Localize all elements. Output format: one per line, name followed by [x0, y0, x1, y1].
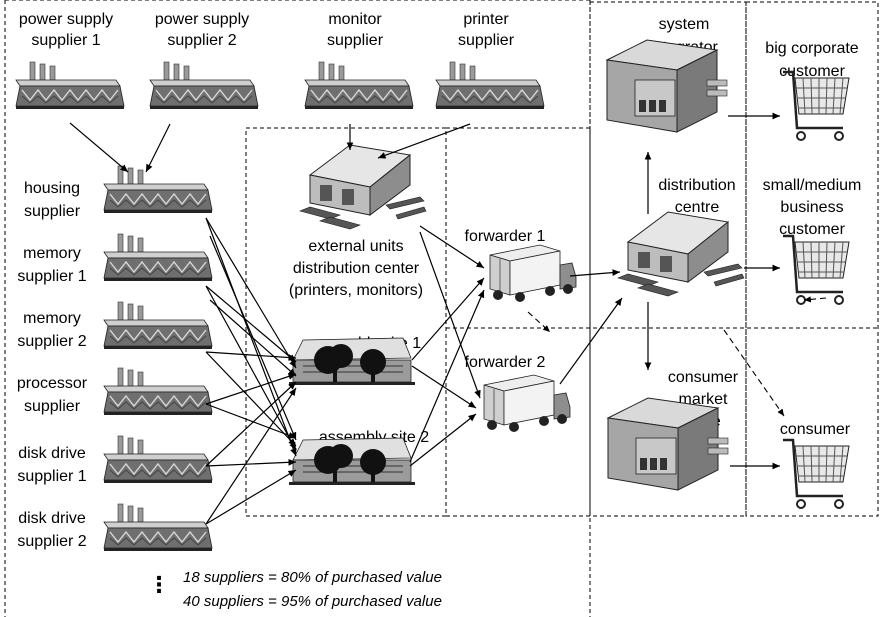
factory-icon [103, 301, 213, 350]
label-line: supplier [458, 32, 515, 49]
supplier-monitor: monitor supplier [304, 11, 414, 110]
label-line: disk drive [18, 445, 86, 462]
label-line: customer [779, 63, 845, 80]
building-icon [607, 397, 729, 491]
factory-icon [103, 503, 213, 552]
footnote: ⋮ 18 suppliers = 80% of purchased value … [148, 569, 442, 610]
assembly-site-1: assembly site 1 [288, 335, 421, 386]
warehouse-icon [299, 144, 427, 230]
label-line: consumer [668, 369, 739, 386]
supplier-disk-1: disk drive supplier 1 [17, 435, 213, 485]
left-suppliers: housing supplier memory supplier 1 memor… [17, 165, 213, 552]
label-line: business [780, 199, 843, 216]
supplier-memory-1: memory supplier 1 [17, 233, 213, 285]
label-line: forwarder 2 [465, 354, 546, 371]
label-line: power supply [155, 11, 249, 28]
label-line: consumer [780, 421, 851, 438]
flow-arrows [69, 112, 827, 525]
factory-icon [435, 61, 545, 110]
label-line: distribution [658, 177, 735, 194]
supplier-housing: housing supplier [24, 165, 213, 220]
truck-icon [483, 374, 571, 433]
factory-icon [103, 165, 213, 214]
label-line: memory [23, 245, 81, 262]
customer-consumer: consumer [780, 421, 851, 510]
customer-small-medium: small/medium business customer [763, 177, 862, 306]
supplier-processor: processor supplier [17, 367, 213, 416]
forwarder-2: forwarder 2 [465, 354, 571, 433]
supplier-power-2: power supply supplier 2 [149, 11, 259, 110]
label-line: (printers, monitors) [289, 282, 423, 299]
label-line: supplier [24, 398, 81, 415]
building-icon [606, 39, 728, 133]
supplier-memory-2: memory supplier 2 [17, 301, 213, 350]
factory-icon [15, 61, 125, 110]
truck-icon [489, 244, 577, 303]
label-line: housing [24, 180, 80, 197]
label-line: supplier [24, 203, 81, 220]
shopping-cart-icon [781, 234, 851, 306]
warehouse-icon [617, 211, 745, 297]
label-line: supplier [327, 32, 384, 49]
ellipsis-icon: ⋮ [148, 573, 170, 598]
label-line: supplier 2 [17, 333, 86, 350]
label-line: processor [17, 375, 88, 392]
label-line: system [659, 16, 710, 33]
building-icon [288, 337, 416, 386]
supplier-power-1: power supply supplier 1 [15, 11, 125, 110]
building-icon [288, 437, 416, 486]
system-integrator: system integrator [606, 16, 728, 133]
shopping-cart-icon [781, 438, 851, 510]
label-line: small/medium [763, 177, 862, 194]
label-line: supplier 1 [17, 268, 86, 285]
note-line-2: 40 suppliers = 95% of purchased value [183, 593, 442, 610]
consumer-market-store: consumer market store [607, 369, 739, 491]
label-line: printer [463, 11, 509, 28]
factory-icon [103, 435, 213, 484]
label-line: power supply [19, 11, 113, 28]
label-line: forwarder 1 [465, 228, 546, 245]
label-line: monitor [328, 11, 382, 28]
label-line: big corporate [765, 40, 858, 57]
label-line: supplier 1 [17, 468, 86, 485]
label-line: external units [308, 238, 403, 255]
label-line: distribution center [293, 260, 420, 277]
external-units-distribution-center: external units distribution center (prin… [289, 144, 427, 299]
forwarder-1: forwarder 1 [465, 228, 577, 303]
label-line: supplier 2 [167, 32, 236, 49]
supplier-disk-2: disk drive supplier 2 [17, 503, 213, 552]
label-line: memory [23, 310, 81, 327]
top-suppliers: power supply supplier 1 power supply sup… [15, 11, 545, 110]
distribution-centre: distribution centre [617, 177, 745, 297]
label-line: centre [675, 199, 720, 216]
factory-icon [103, 367, 213, 416]
shopping-cart-icon [781, 70, 851, 142]
supplier-printer: printer supplier [435, 11, 545, 110]
note-line-1: 18 suppliers = 80% of purchased value [183, 569, 442, 586]
label-line: disk drive [18, 510, 86, 527]
assembly-site-2: assembly site 2 [288, 429, 429, 486]
factory-icon [149, 61, 259, 110]
factory-icon [103, 233, 213, 282]
customer-big-corporate: big corporate customer [765, 40, 859, 142]
factory-icon [304, 61, 414, 110]
label-line: customer [779, 221, 845, 238]
label-line: supplier 1 [31, 32, 100, 49]
label-line: supplier 2 [17, 533, 86, 550]
